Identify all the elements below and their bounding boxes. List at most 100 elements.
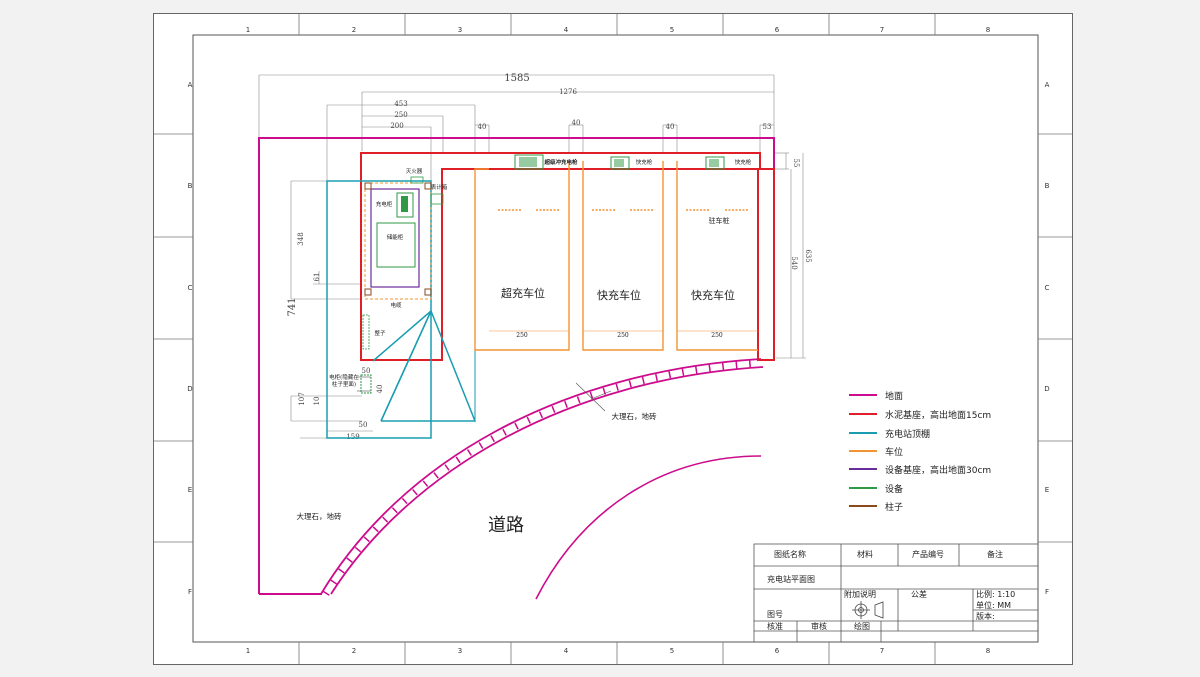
- dim-159: 159: [346, 433, 359, 441]
- device-base: [370, 188, 420, 288]
- dim-40: 40: [572, 119, 581, 127]
- fast-charger-icon: [610, 156, 630, 170]
- row-label-left: D: [187, 385, 192, 393]
- canopy-diagonal: [372, 310, 432, 362]
- col-label-bottom: 7: [880, 647, 884, 655]
- fast-gun-label: 快充枪: [636, 158, 653, 166]
- col-label-bottom: 1: [246, 647, 250, 655]
- floor-plan-drawing: 1 2 3 4 5 6 7 8 1 2 3 4 5 6 7 8 A B C D …: [154, 14, 1072, 664]
- chargers: [514, 154, 725, 170]
- col-label-bottom: 8: [986, 647, 990, 655]
- col-label-bottom: 2: [352, 647, 356, 655]
- tb-review: 审核: [811, 621, 827, 631]
- storage-cabinet-label: 储能柜: [387, 233, 404, 241]
- tb-drawn: 绘图: [854, 621, 870, 631]
- inner-frame: [192, 34, 1039, 643]
- title-block: [753, 543, 1039, 643]
- tb-scale: 比例: 1:10: [976, 589, 1015, 599]
- dim-250: 250: [394, 111, 407, 119]
- bay-label-super: 超充车位: [501, 286, 545, 300]
- bay-width-dim: 250: [617, 332, 629, 339]
- legend-item: 充电站顶棚: [849, 428, 930, 440]
- hidden-cabinet: [360, 374, 372, 394]
- legend-label: 设备基座，高出地面30cm: [885, 464, 991, 476]
- dim-1276: 1276: [559, 88, 577, 96]
- title-block-text: 图纸名称 材料 产品编号 备注 充电站平面图 附加说明 公差 比例: 1:10 …: [767, 549, 1015, 631]
- tb-version: 版本:: [976, 611, 995, 621]
- dim-50: 50: [362, 367, 371, 375]
- leader-lines: [357, 376, 612, 412]
- col-label-top: 2: [352, 26, 356, 34]
- fast-charger-icon: [705, 156, 725, 170]
- legend-label: 柱子: [885, 501, 903, 513]
- road-lane-curve: [535, 455, 762, 600]
- drawing-sheet: 1 2 3 4 5 6 7 8 1 2 3 4 5 6 7 8 A B C D …: [153, 13, 1073, 665]
- dim-53: 53: [763, 123, 772, 131]
- bay-outline: [676, 161, 758, 351]
- dim-61: 61: [313, 273, 321, 282]
- canopy-diagonal: [380, 310, 432, 422]
- row-label-right: F: [1045, 588, 1049, 596]
- fire-extinguisher-icon: [410, 176, 424, 184]
- row-label-left: B: [188, 182, 193, 190]
- curb-inner: [330, 366, 764, 595]
- dim-741: 741: [287, 297, 298, 316]
- tb-remarks-header: 备注: [987, 549, 1003, 559]
- col-label-bottom: 4: [564, 647, 569, 655]
- row-label-right: C: [1045, 284, 1050, 292]
- col-label-top: 1: [246, 26, 250, 34]
- pillar-box: [362, 314, 370, 350]
- parking-bays: [474, 161, 758, 351]
- fire-extinguisher-label: 灭火器: [406, 168, 423, 175]
- dim-55: 55: [792, 159, 800, 168]
- row-label-right: B: [1045, 182, 1050, 190]
- row-label-left: E: [188, 486, 192, 494]
- pillar-icon: [364, 288, 372, 296]
- legend-label: 充电站顶棚: [885, 428, 930, 440]
- dim-50: 50: [359, 421, 368, 429]
- dim-1585: 1585: [504, 73, 529, 84]
- col-label-bottom: 6: [775, 647, 780, 655]
- tb-material-header: 材料: [857, 549, 873, 559]
- bay-outline: [474, 161, 570, 351]
- tb-product-no-header: 产品编号: [912, 549, 944, 559]
- supercharger-gun-label: 超级冲充电枪: [543, 158, 578, 166]
- marble-label: 大理石，地砖: [612, 411, 657, 421]
- dimension-values: 1585 1276 453 250 200 40 40 40 53 55 540…: [287, 73, 812, 441]
- cable-note-line2: 柱子里面): [332, 380, 356, 388]
- projection-symbol-icon: [852, 601, 884, 619]
- dim-40: 40: [478, 123, 487, 131]
- parking-stake-label: 驻车桩: [709, 216, 730, 225]
- col-label-top: 7: [880, 26, 884, 34]
- row-label-left: C: [188, 284, 193, 292]
- grid-ticks: [154, 14, 1072, 664]
- tb-unit: 单位: MM: [976, 600, 1011, 610]
- pillar-icon: [364, 182, 372, 190]
- bay-outline: [582, 161, 664, 351]
- bay-label-fast: 快充车位: [597, 288, 641, 302]
- cable-note-line1: 电柜(隐藏在: [329, 373, 359, 381]
- fast-charger-body: [614, 159, 624, 167]
- legend-item: 设备基座，高出地面30cm: [849, 464, 991, 476]
- tb-drawing-no: 图号: [767, 610, 783, 619]
- col-label-top: 6: [775, 26, 780, 34]
- supercharger-icon: [514, 154, 544, 170]
- col-label-top: 8: [986, 26, 990, 34]
- tb-drawing-name: 充电站平面图: [767, 574, 815, 584]
- dim-453: 453: [394, 100, 407, 108]
- storage-cabinet: [376, 222, 416, 268]
- dim-635: 635: [804, 249, 812, 262]
- canopy-ramp: [380, 309, 477, 422]
- legend-item: 水泥基座，高出地面15cm: [849, 409, 991, 421]
- fast-charger-body: [709, 159, 719, 167]
- dim-40: 40: [666, 123, 675, 131]
- dim-348: 348: [297, 232, 305, 245]
- pillar-label: 整子: [374, 329, 386, 337]
- charger-module-icon: [401, 196, 408, 212]
- legend-label: 地面: [885, 390, 903, 402]
- row-label-left: A: [188, 81, 193, 89]
- legend: 地面 水泥基座，高出地面15cm 充电站顶棚 车位 设备基座，高出地面30cm …: [849, 390, 991, 513]
- tb-tolerance: 公差: [911, 589, 927, 599]
- dim-40: 40: [376, 385, 384, 394]
- col-label-top: 3: [458, 26, 462, 34]
